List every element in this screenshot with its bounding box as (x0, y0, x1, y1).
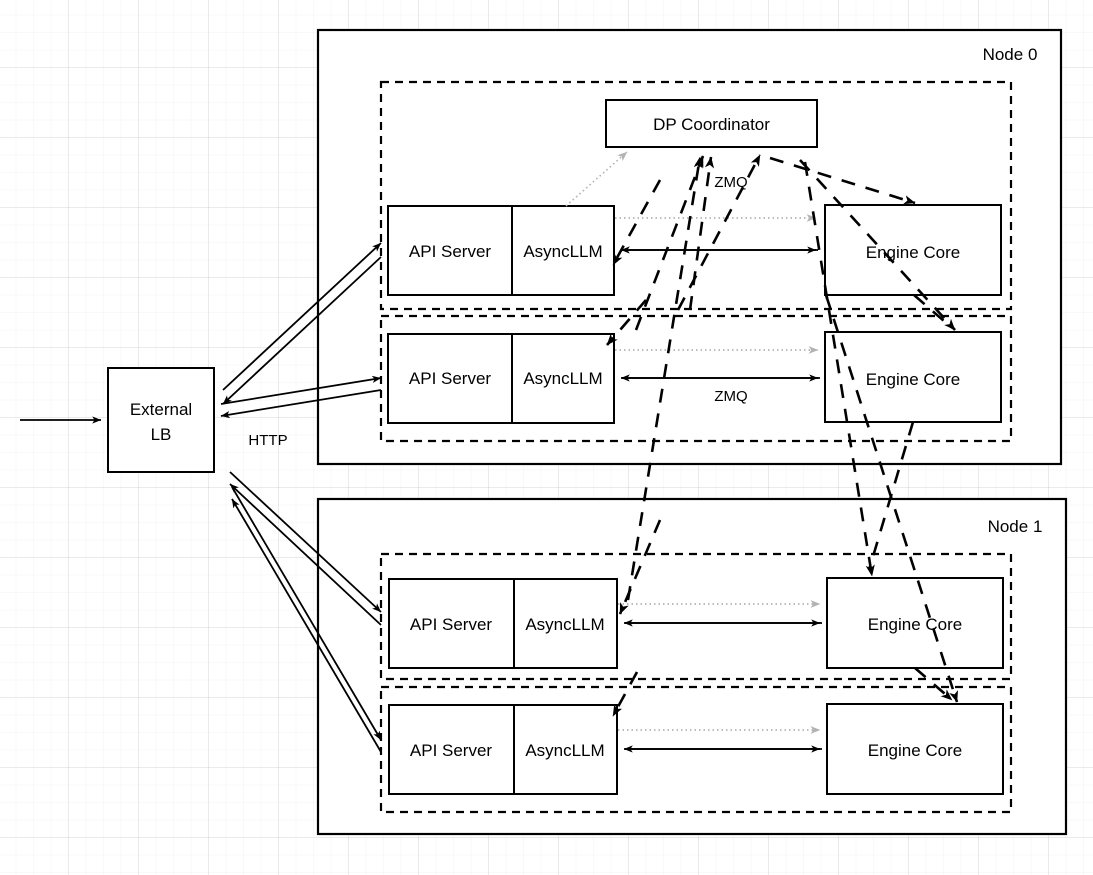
coordinator-to-node-1-group-0-engine-dashed (803, 161, 875, 577)
node-1-group-0-to-lb-arrow (229, 483, 382, 626)
node-1-group-0-frame (379, 552, 1013, 681)
node-0-to-node-1-engine-dashed (867, 421, 915, 571)
coordinator-to-node-0-group-1-engine-dashed (799, 159, 956, 331)
node-1-group-1-async-to-coordinator-dashed (676, 154, 762, 311)
node-1-engine-link-dashed (914, 667, 953, 701)
coordinator-to-node-0-group-0-engine-dashed (769, 156, 916, 205)
node-1-group-0-async-llm-label: AsyncLLM (525, 615, 604, 634)
coordinator-to-node-1-group-1-async-dashed (611, 671, 639, 717)
external-lb-label-line1: External (130, 400, 192, 419)
node-0-group-1-async-to-coordinator-dashed (634, 155, 705, 331)
coordinator-to-node-0-group-1-async-dashed (606, 299, 647, 346)
node-0-group-1-api-server-label: API Server (409, 369, 492, 388)
node-1-group-0-engine-core-label: Engine Core (868, 615, 963, 634)
node-0-group-1-engine-core-label: Engine Core (866, 370, 961, 389)
node-0-group-1-zmq-label: ZMQ (714, 388, 747, 405)
node-0-label: Node 0 (983, 45, 1038, 64)
node-1-group-1-async-llm-label: AsyncLLM (525, 741, 604, 760)
node-0-coordinator-inbound-dashed-b (688, 156, 715, 311)
node-0-group-0-async-llm-label: AsyncLLM (523, 242, 602, 261)
lb-to-node-0-group-0-arrow (222, 242, 382, 391)
node-1-label: Node 1 (988, 517, 1043, 536)
node-0-group-1-to-lb-arrow (220, 389, 382, 419)
node-1-group-0-server-box[interactable] (388, 578, 618, 669)
node-0-group-0-api-server-label: API Server (409, 242, 492, 261)
node-0-engine-link-dashed-a (913, 294, 953, 329)
node-0-group-0-server-box[interactable] (387, 205, 615, 296)
node-0-coordinator-zmq-label: ZMQ (714, 174, 747, 191)
external-lb-box[interactable] (107, 367, 215, 473)
node-0-group-0-frame (379, 80, 1013, 311)
node-1-group-1-server-box[interactable] (388, 704, 618, 795)
node-0-group-0-engine-core-label: Engine Core (866, 243, 961, 262)
node-0-group-0-to-lb-arrow (222, 256, 382, 405)
node-0-group-0-async-to-coordinator-dotted (565, 151, 628, 207)
lb-to-node-1-group-1-arrow (231, 486, 382, 741)
node-1-group-1-engine-core-label: Engine Core (868, 741, 963, 760)
coordinator-to-node-0-group-0-async-dashed (611, 179, 662, 266)
external-lb-label-line2: LB (151, 425, 172, 444)
node-1-group-0-api-server-label: API Server (410, 615, 493, 634)
node-1-group-1-to-lb-arrow (231, 498, 382, 753)
node-1-group-1-engine-core-box[interactable] (826, 703, 1004, 795)
node-0-group-1-server-box[interactable] (387, 333, 615, 424)
coordinator-to-node-1-group-0-async-dashed (618, 519, 662, 615)
dp-coordinator-label: DP Coordinator (653, 115, 770, 134)
node-1-group-1-frame (379, 685, 1013, 814)
lb-to-node-0-group-1-arrow (220, 375, 382, 405)
dp-coordinator-box[interactable] (605, 99, 818, 148)
http-protocol-label: HTTP (248, 432, 287, 449)
lb-to-node-1-group-0-arrow (229, 471, 382, 613)
node-1-group-1-api-server-label: API Server (410, 741, 493, 760)
node-0-group-1-async-llm-label: AsyncLLM (523, 369, 602, 388)
